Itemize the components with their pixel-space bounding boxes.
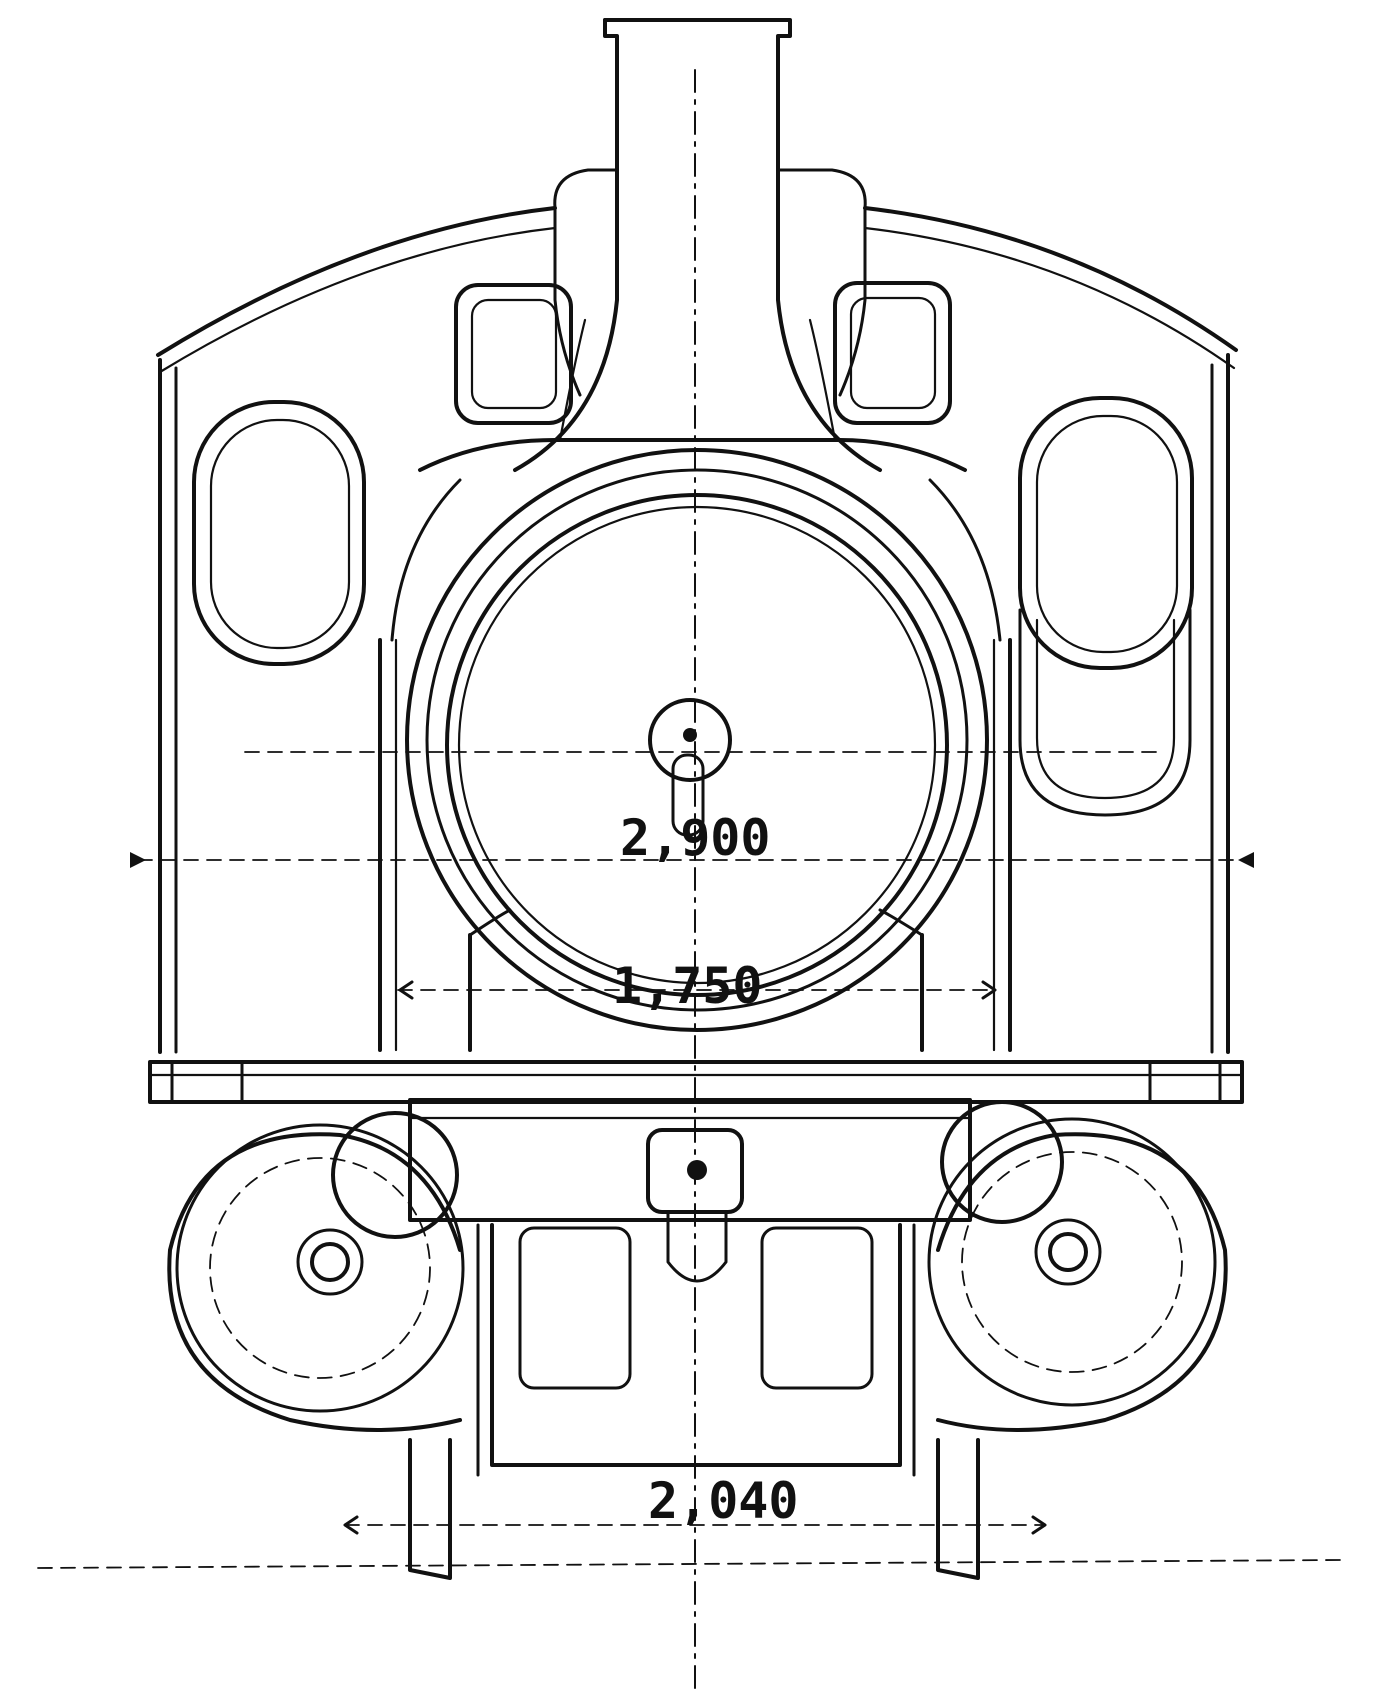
rail-level-line — [37, 1559, 1341, 1569]
rail-guard-left — [408, 1438, 452, 1580]
cab-body — [156, 206, 1238, 1054]
chimney — [513, 18, 882, 472]
smokebox-door-handle — [648, 698, 732, 837]
wheel-right — [927, 1100, 1228, 1432]
dimension-label-upper: 2,900 — [620, 809, 771, 867]
cab-window-right — [1018, 396, 1194, 817]
cab-window-left — [192, 400, 366, 666]
dimension-arrows — [130, 852, 1254, 1535]
dimension-label-middle: 1,750 — [612, 957, 763, 1015]
wheel-left — [167, 1111, 465, 1432]
sandbox-left — [454, 283, 573, 425]
rail-guard-right — [936, 1438, 980, 1580]
bogie-frame — [476, 1223, 916, 1477]
smokebox-door — [405, 448, 989, 1032]
coupling-hook — [646, 1128, 744, 1283]
dimension-label-base: 2,040 — [648, 1472, 799, 1530]
sandbox-right — [833, 281, 952, 425]
